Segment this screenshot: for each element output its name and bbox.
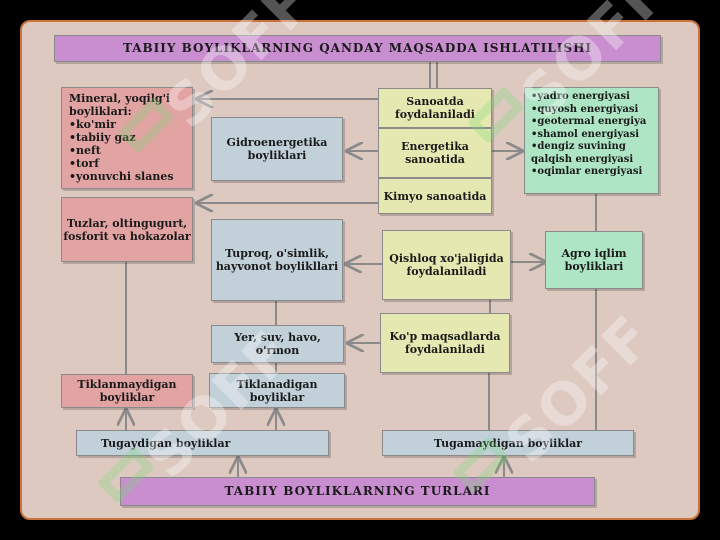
soil-flora-fauna-box: Tuproq, o'simlik, hayvonot boylikllari: [211, 219, 343, 301]
non-renewable-box: Tiklanmaydigan boyliklar: [61, 374, 193, 408]
soil-text: Tuproq, o'simlik, hayvonot boylikllari: [215, 247, 339, 273]
list-item: geotermal energiya: [531, 116, 652, 129]
list-item: ko'mir: [69, 118, 185, 131]
inexhaustible-text: Tugamaydigan boyliklar: [433, 436, 583, 450]
industry-text: Sanoatda foydalaniladi: [395, 95, 475, 121]
list-item: quyosh energiyasi: [531, 104, 652, 117]
agro-climate-text: Agro iqlim boyliklari: [561, 247, 627, 273]
non-renewable-text: Tiklanmaydigan boyliklar: [77, 378, 177, 404]
mineral-list: ko'mir tabiiy gaz neft torf yonuvchi sla…: [69, 118, 185, 183]
agriculture-text: Qishloq xo'jaligida foydalaniladi: [389, 252, 504, 278]
list-item: shamol energiyasi: [531, 129, 652, 142]
hydropower-box: Gidroenergetika boyliklari: [211, 117, 343, 181]
land-text: Yer, suv, havo, o'rmon: [234, 331, 321, 357]
page-title-text: TABIIY BOYLIKLARNING QANDAY MAQSADDA ISH…: [122, 41, 593, 55]
land-water-air-box: Yer, suv, havo, o'rmon: [211, 325, 344, 363]
exhaustible-text: Tugaydigan boyliklar: [101, 436, 231, 450]
agro-climate-box: Agro iqlim boyliklari: [545, 231, 643, 289]
chemical-industry-box: Kimyo sanoatida: [378, 178, 492, 214]
page-title: TABIIY BOYLIKLARNING QANDAY MAQSADDA ISH…: [54, 35, 661, 62]
energy-industry-box: Energetika sanoatida: [378, 128, 492, 178]
mineral-heading: Mineral, yoqilg'i boyliklari:: [69, 92, 171, 118]
list-item: oqimlar energiyasi: [531, 166, 652, 179]
list-item: neft: [69, 144, 185, 157]
energy-sources-box: yadro energiyasi quyosh energiyasi geote…: [524, 87, 659, 194]
mineral-resources-box: Mineral, yoqilg'i boyliklari: ko'mir tab…: [61, 87, 193, 189]
inexhaustible-box: Tugamaydigan boyliklar: [382, 430, 634, 456]
energy-industry-text: Energetika sanoatida: [401, 140, 469, 166]
salts-box: Tuzlar, oltingugurt, fosforit va hokazol…: [61, 197, 193, 262]
bottom-title-text: TABIIY BOYLIKLARNING TURLARI: [224, 484, 491, 498]
list-item: tabiiy gaz: [69, 131, 185, 144]
list-item: dengiz suvining qalqish energiyasi: [531, 141, 652, 166]
industry-box: Sanoatda foydalaniladi: [378, 88, 492, 128]
energy-list: yadro energiyasi quyosh energiyasi geote…: [531, 91, 652, 179]
multipurpose-box: Ko'p maqsadlarda foydalaniladi: [380, 313, 510, 373]
renewable-box: Tiklanadigan boyliklar: [209, 373, 345, 408]
exhaustible-box: Tugaydigan boyliklar: [76, 430, 329, 456]
salts-text: Tuzlar, oltingugurt, fosforit va hokazol…: [63, 216, 191, 243]
agriculture-box: Qishloq xo'jaligida foydalaniladi: [382, 230, 511, 300]
multipurpose-text: Ko'p maqsadlarda foydalaniladi: [389, 330, 501, 356]
chemical-industry-text: Kimyo sanoatida: [383, 189, 487, 203]
hydropower-text: Gidroenergetika boyliklari: [226, 136, 328, 162]
list-item: yadro energiyasi: [531, 91, 652, 104]
bottom-title: TABIIY BOYLIKLARNING TURLARI: [120, 477, 595, 506]
renewable-text: Tiklanadigan boyliklar: [236, 377, 318, 404]
list-item: yonuvchi slanes: [69, 170, 185, 183]
list-item: torf: [69, 157, 185, 170]
